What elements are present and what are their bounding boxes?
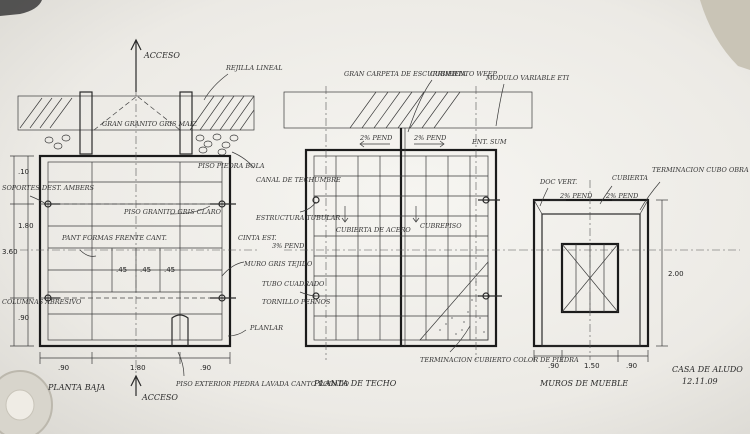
planta-baja-plan <box>10 38 258 396</box>
north-label-top: ACCESO <box>143 51 180 60</box>
note-terminacion-superior: TERMINACION CUBO OBRA SUPER GRIS OSCURO <box>652 166 750 174</box>
roof-leader-lines <box>299 79 505 353</box>
note-canal: CANAL DE TECHUMBRE <box>256 176 341 184</box>
note-estructura: ESTRUCTURA TUBULAR <box>255 214 340 222</box>
signature: CASA DE ALUDO <box>672 365 743 374</box>
note-cinta: CINTA EST. <box>238 234 277 242</box>
note-tubo: TUBO CUADRADO <box>262 280 325 288</box>
note-cubierta-elev: CUBIERTA <box>612 174 648 182</box>
dim-elev-h: 2.00 <box>668 270 684 278</box>
pend-label-1: 2% PEND <box>359 134 393 142</box>
axis-lines <box>20 40 258 376</box>
leader-lines <box>29 73 255 377</box>
roof-anchor-bolts <box>312 196 502 300</box>
dim-elev-b: 1.50 <box>584 362 600 370</box>
dim-inner-b: .45 <box>140 266 151 274</box>
pend-label-4: 2% PEND <box>605 192 639 200</box>
note-tornillo: TORNILLO PERNOS <box>262 298 331 306</box>
bottom-door-swing <box>171 314 189 346</box>
stone-speckle <box>439 281 485 335</box>
dim-left-total: 3.60 <box>2 248 18 256</box>
title-planta-baja: PLANTA BAJA <box>47 383 106 392</box>
note-rejilla: REJILLA LINEAL <box>225 64 283 72</box>
note-pant: PANT FORMAS FRENTE CANT. <box>61 234 167 242</box>
pend-label-3: 2% PEND <box>559 192 593 200</box>
dim-left-b: .10 <box>18 168 29 176</box>
left-dimension-chain <box>10 155 34 347</box>
bottom-dimension-chain <box>39 352 231 364</box>
dim-inner-a: .45 <box>116 266 127 274</box>
elevation-outline <box>532 198 650 348</box>
note-cubrepiso: CUBREPISO <box>420 222 462 230</box>
note-planlar: PLANLAR <box>249 324 283 332</box>
note-columnas: COLUMNAS ABRESIVO <box>2 298 82 306</box>
drawing-date: 12.11.09 <box>682 377 718 386</box>
pebble-fill <box>44 133 239 156</box>
dim-left-c: .90 <box>18 314 29 322</box>
roof-wall-band <box>283 91 533 129</box>
elevation-leader-lines <box>539 181 661 211</box>
corner-object <box>0 0 42 16</box>
elevation-dimensions <box>533 199 668 362</box>
note-doc-vert: DOC VERT. <box>539 178 577 186</box>
north-arrow-bottom <box>130 374 142 396</box>
note-gran-granito: GRAN GRANITO GRIS MAIZ <box>102 120 197 128</box>
wall-hatching <box>19 95 255 131</box>
note-piso-piedra: PISO PIEDRA BOLA <box>197 162 265 170</box>
tape-roll-core <box>5 389 35 421</box>
note-gran-carpeta: GRAN CARPETA DE ESCURRIMIENTO WEEP <box>344 70 498 78</box>
planta-baja-inner <box>47 161 223 341</box>
roof-wall-hatching <box>349 91 461 129</box>
note-pend: 3% PEND <box>272 242 305 250</box>
note-modulo: MODULO VARIABLE ETI <box>485 74 569 82</box>
anchor-bolts <box>44 200 236 302</box>
masking-tape-icon <box>700 0 750 70</box>
roof-battens <box>314 156 488 340</box>
pend-label-2: 2% PEND <box>413 134 447 142</box>
note-terminacion: TERMINACION CUBIERTO COLOR DE PIEDRA <box>420 356 579 364</box>
stone-finish-area <box>419 261 489 341</box>
title-planta-techo: PLANTA DE TECHO <box>313 379 397 388</box>
note-cubierta-acero: CUBIERTA DE ACERO <box>336 226 411 234</box>
title-vista-muro: MUROS DE MUEBLE <box>539 379 628 388</box>
note-soportes: SOPORTES DEST. AMBERS <box>2 184 95 192</box>
note-piso-granito: PISO GRANITO GRIS CLARO <box>123 208 222 216</box>
dim-bottom-c: .90 <box>200 364 211 372</box>
dim-elev-a: .90 <box>548 362 559 370</box>
right-top-post <box>179 91 193 155</box>
dim-inner-c: .45 <box>164 266 175 274</box>
dim-bottom-b: 1.80 <box>130 364 146 372</box>
note-ent: ENT. SUM <box>471 138 507 146</box>
north-label-bottom: ACCESO <box>141 393 178 402</box>
entry-roof-outline <box>93 95 181 131</box>
dim-elev-c: .90 <box>626 362 637 370</box>
dim-bottom-a: .90 <box>58 364 69 372</box>
note-cubierta: CUBIERTA <box>430 70 466 78</box>
elevation-view <box>520 180 740 362</box>
planta-techo-plan <box>283 79 533 360</box>
note-muro-gris: MURO GRIS TEJIDO <box>243 260 313 268</box>
left-top-post <box>79 91 93 155</box>
dim-left-a: 1.80 <box>18 222 34 230</box>
note-piso-exterior: PISO EXTERIOR PIEDRA LAVADA CANTO RODADO <box>175 380 350 388</box>
planta-baja-outline <box>38 154 232 348</box>
north-arrow-top <box>130 38 142 92</box>
slope-arrows <box>341 140 445 223</box>
